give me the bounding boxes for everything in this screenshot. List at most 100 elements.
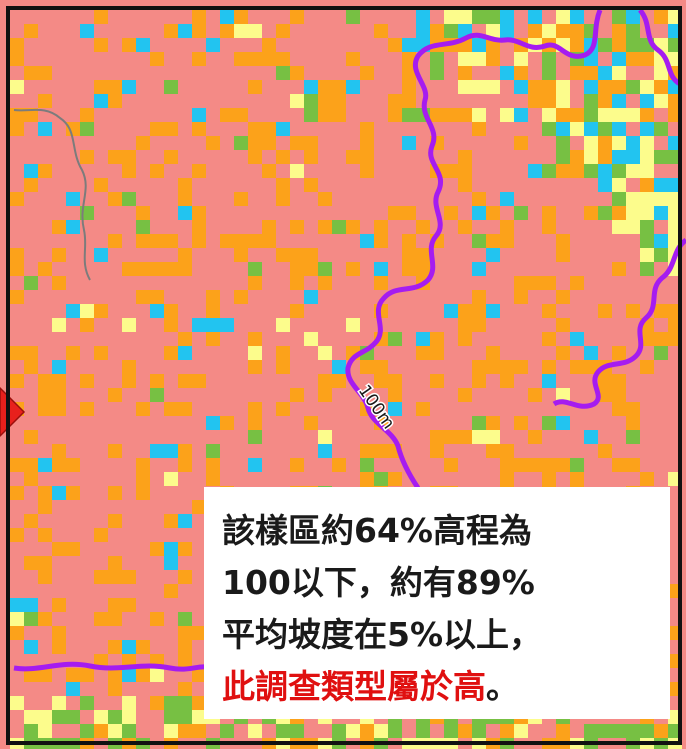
raster-cell bbox=[290, 220, 304, 234]
raster-cell bbox=[640, 220, 654, 234]
raster-cell bbox=[542, 374, 556, 388]
raster-cell bbox=[52, 388, 66, 402]
raster-cell bbox=[528, 430, 542, 444]
raster-cell bbox=[234, 136, 248, 150]
raster-cell bbox=[570, 24, 584, 38]
raster-cell bbox=[10, 598, 24, 612]
raster-cell bbox=[38, 122, 52, 136]
raster-cell bbox=[290, 724, 304, 738]
raster-cell bbox=[612, 122, 626, 136]
raster-cell bbox=[136, 290, 150, 304]
raster-cell bbox=[570, 472, 584, 486]
raster-cell bbox=[458, 80, 472, 94]
raster-cell bbox=[556, 318, 570, 332]
raster-cell bbox=[24, 556, 38, 570]
raster-cell bbox=[500, 24, 514, 38]
raster-cell bbox=[192, 10, 206, 24]
raster-cell bbox=[584, 360, 598, 374]
raster-cell bbox=[304, 248, 318, 262]
raster-cell bbox=[136, 206, 150, 220]
raster-cell bbox=[346, 10, 360, 24]
raster-cell bbox=[458, 318, 472, 332]
raster-cell bbox=[542, 206, 556, 220]
raster-cell bbox=[626, 458, 640, 472]
raster-cell bbox=[164, 556, 178, 570]
raster-cell bbox=[80, 696, 94, 710]
raster-cell bbox=[24, 108, 38, 122]
raster-cell bbox=[402, 108, 416, 122]
raster-cell bbox=[178, 248, 192, 262]
raster-cell bbox=[472, 206, 486, 220]
raster-cell bbox=[654, 304, 668, 318]
raster-cell bbox=[290, 304, 304, 318]
raster-cell bbox=[122, 150, 136, 164]
raster-cell bbox=[66, 682, 80, 696]
raster-cell bbox=[52, 402, 66, 416]
raster-cell bbox=[612, 38, 626, 52]
raster-cell bbox=[38, 66, 52, 80]
raster-cell bbox=[626, 430, 640, 444]
raster-cell bbox=[598, 374, 612, 388]
raster-cell bbox=[80, 668, 94, 682]
raster-cell bbox=[472, 10, 486, 24]
raster-cell bbox=[528, 24, 542, 38]
raster-cell bbox=[108, 556, 122, 570]
info-text-box: 該樣區約64%高程為 100以下，約有89% 平均坡度在5%以上， 此調查類型屬… bbox=[204, 487, 670, 719]
raster-cell bbox=[10, 612, 24, 626]
raster-cell bbox=[10, 262, 24, 276]
raster-cell bbox=[122, 570, 136, 584]
raster-cell bbox=[388, 38, 402, 52]
raster-cell bbox=[472, 122, 486, 136]
raster-cell bbox=[444, 430, 458, 444]
raster-cell bbox=[24, 514, 38, 528]
raster-cell bbox=[178, 374, 192, 388]
raster-cell bbox=[458, 66, 472, 80]
raster-cell bbox=[290, 164, 304, 178]
raster-cell bbox=[24, 276, 38, 290]
raster-cell bbox=[276, 52, 290, 66]
raster-cell bbox=[178, 332, 192, 346]
raster-cell bbox=[374, 220, 388, 234]
raster-cell bbox=[654, 94, 668, 108]
raster-cell bbox=[458, 220, 472, 234]
raster-cell bbox=[206, 416, 220, 430]
raster-cell bbox=[514, 136, 528, 150]
raster-cell bbox=[52, 626, 66, 640]
raster-cell bbox=[556, 234, 570, 248]
raster-cell bbox=[514, 276, 528, 290]
raster-cell bbox=[626, 24, 640, 38]
raster-cell bbox=[388, 94, 402, 108]
raster-cell bbox=[80, 24, 94, 38]
raster-cell bbox=[598, 136, 612, 150]
raster-cell bbox=[192, 24, 206, 38]
raster-cell bbox=[150, 234, 164, 248]
raster-cell bbox=[640, 472, 654, 486]
raster-cell bbox=[94, 570, 108, 584]
raster-cell bbox=[416, 24, 430, 38]
raster-cell bbox=[458, 724, 472, 738]
raster-cell bbox=[248, 52, 262, 66]
raster-cell bbox=[164, 696, 178, 710]
raster-cell bbox=[570, 108, 584, 122]
raster-cell bbox=[38, 500, 52, 514]
raster-cell bbox=[234, 108, 248, 122]
raster-cell bbox=[570, 276, 584, 290]
raster-cell bbox=[318, 192, 332, 206]
raster-cell bbox=[10, 486, 24, 500]
raster-cell bbox=[178, 402, 192, 416]
raster-cell bbox=[598, 206, 612, 220]
raster-cell bbox=[598, 66, 612, 80]
raster-cell bbox=[136, 136, 150, 150]
raster-cell bbox=[220, 108, 234, 122]
raster-cell bbox=[584, 724, 598, 738]
raster-cell bbox=[612, 24, 626, 38]
raster-cell bbox=[640, 724, 654, 738]
raster-cell bbox=[486, 206, 500, 220]
raster-cell bbox=[178, 514, 192, 528]
raster-cell bbox=[500, 444, 514, 458]
raster-cell bbox=[612, 108, 626, 122]
raster-cell bbox=[38, 262, 52, 276]
raster-cell bbox=[122, 640, 136, 654]
raster-cell bbox=[80, 108, 94, 122]
raster-cell bbox=[192, 234, 206, 248]
